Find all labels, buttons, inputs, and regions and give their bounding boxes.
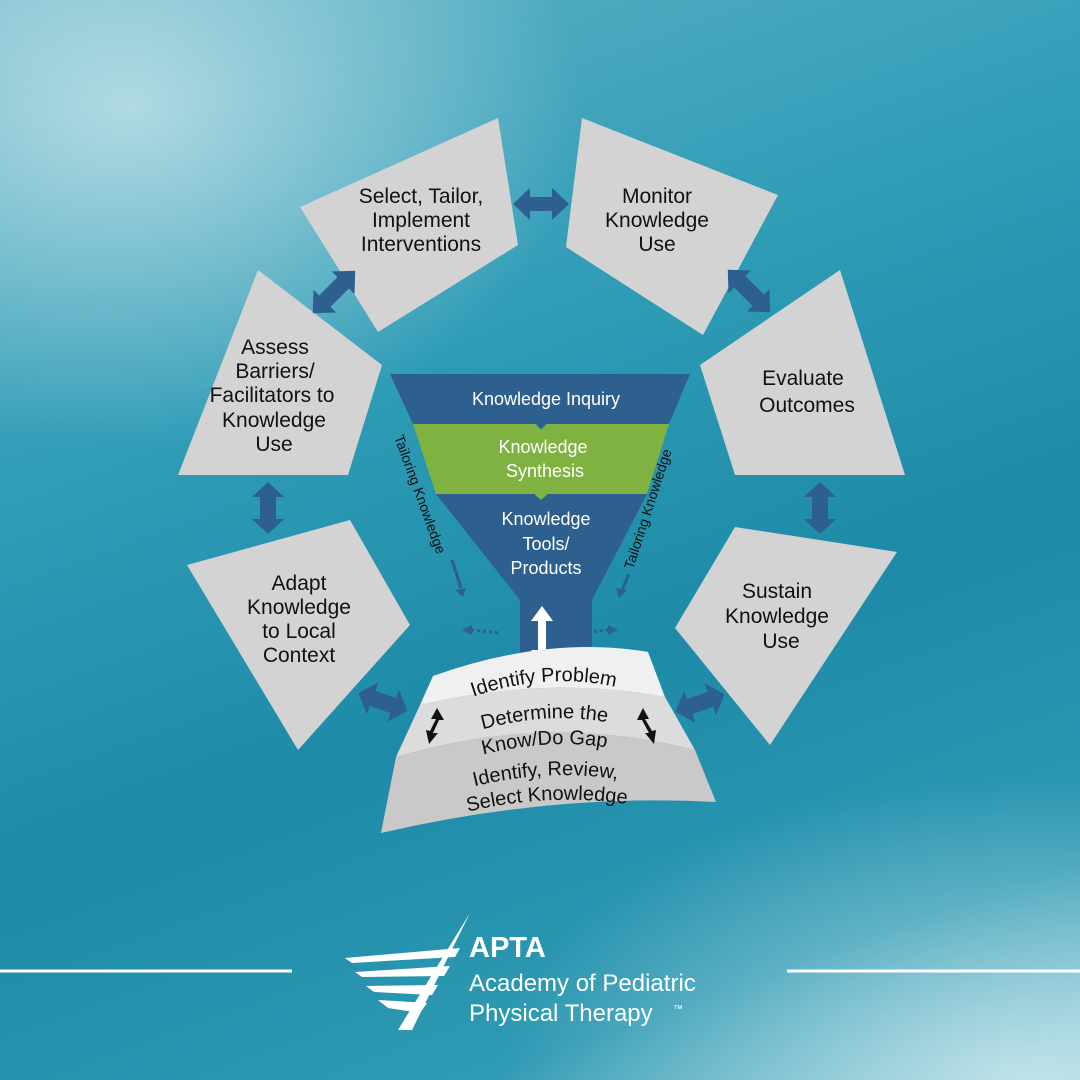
funnel-inquiry-label: Knowledge Inquiry — [472, 389, 620, 409]
brand-trademark: ™ — [673, 1004, 683, 1015]
tailoring-left-arrow — [450, 559, 466, 597]
segment-monitor-line3: Use — [638, 233, 675, 256]
arc-band-know-do — [396, 687, 695, 757]
brand-subtitle-line2: Physical Therapy — [469, 1000, 653, 1027]
knowledge-funnel: Knowledge Inquiry Knowledge Synthesis Kn… — [390, 374, 690, 672]
segment-monitor-line1: Monitor — [622, 185, 692, 208]
bottom-arc: Identify Problem Determine the Know/Do G… — [381, 647, 716, 833]
segment-adapt-line2: Knowledge — [247, 596, 351, 619]
arrow-assess-select — [312, 270, 356, 314]
arrow-monitor-evaluate — [727, 269, 771, 313]
funnel-inquiry-band — [390, 374, 690, 424]
segment-select-tailor-line2: Implement — [372, 209, 470, 232]
arrow-adapt-bottom — [358, 682, 408, 722]
segment-sustain-line1: Sustain — [742, 580, 812, 603]
dotted-arrow-right — [581, 625, 618, 635]
tailoring-right-arrow — [616, 573, 631, 598]
segment-assess-line5: Use — [255, 433, 292, 456]
segment-assess-line1: Assess — [241, 336, 309, 359]
segment-assess-line2: Barriers/ — [235, 360, 315, 383]
segment-adapt-line1: Adapt — [272, 572, 327, 595]
segment-sustain-line3: Use — [762, 630, 799, 653]
funnel-tools-band — [436, 494, 647, 672]
brand-title: APTA — [469, 932, 546, 964]
segment-assess: Assess Barriers/ Facilitators to Knowled… — [178, 270, 382, 475]
segment-evaluate-line2: Outcomes — [759, 394, 855, 417]
funnel-synthesis-line2: Synthesis — [506, 461, 584, 481]
segment-assess-line4: Knowledge — [222, 409, 326, 432]
funnel-synthesis-line1: Knowledge — [498, 437, 587, 457]
segment-sustain: Sustain Knowledge Use — [675, 527, 897, 745]
arc-band-identify-problem — [420, 647, 665, 705]
funnel-tools-line1: Knowledge — [501, 509, 590, 529]
segment-sustain-line2: Knowledge — [725, 605, 829, 628]
arc-band-identify-review — [381, 732, 716, 833]
apta-logo-icon — [345, 913, 470, 1030]
segment-monitor-line2: Knowledge — [605, 209, 709, 232]
funnel-notch-top — [532, 420, 550, 429]
brand-subtitle-line1: Academy of Pediatric — [469, 970, 696, 997]
arrow-evaluate-sustain — [804, 482, 836, 534]
segment-adapt-line4: Context — [263, 644, 336, 667]
segment-evaluate: Evaluate Outcomes — [700, 270, 905, 475]
funnel-tools-line2: Tools/ — [522, 534, 569, 554]
segment-adapt-line3: to Local — [262, 620, 336, 643]
funnel-tools-line3: Products — [510, 558, 581, 578]
segment-adapt: Adapt Knowledge to Local Context — [187, 520, 410, 750]
arc-small-arrow-left — [426, 708, 444, 744]
arrow-select-monitor — [513, 188, 569, 220]
funnel-synthesis-band — [413, 424, 669, 500]
dotted-arrow-left — [462, 625, 499, 635]
arc-small-arrow-right — [637, 708, 656, 744]
segment-monitor: Monitor Knowledge Use — [566, 118, 778, 335]
segment-evaluate-line1: Evaluate — [762, 367, 844, 390]
arrow-assess-adapt — [252, 482, 284, 534]
segment-select-tailor-line3: Interventions — [361, 233, 481, 256]
arrow-bottom-sustain — [675, 683, 725, 723]
segment-assess-line3: Facilitators to — [210, 384, 335, 407]
segment-select-tailor-line1: Select, Tailor, — [359, 185, 484, 208]
